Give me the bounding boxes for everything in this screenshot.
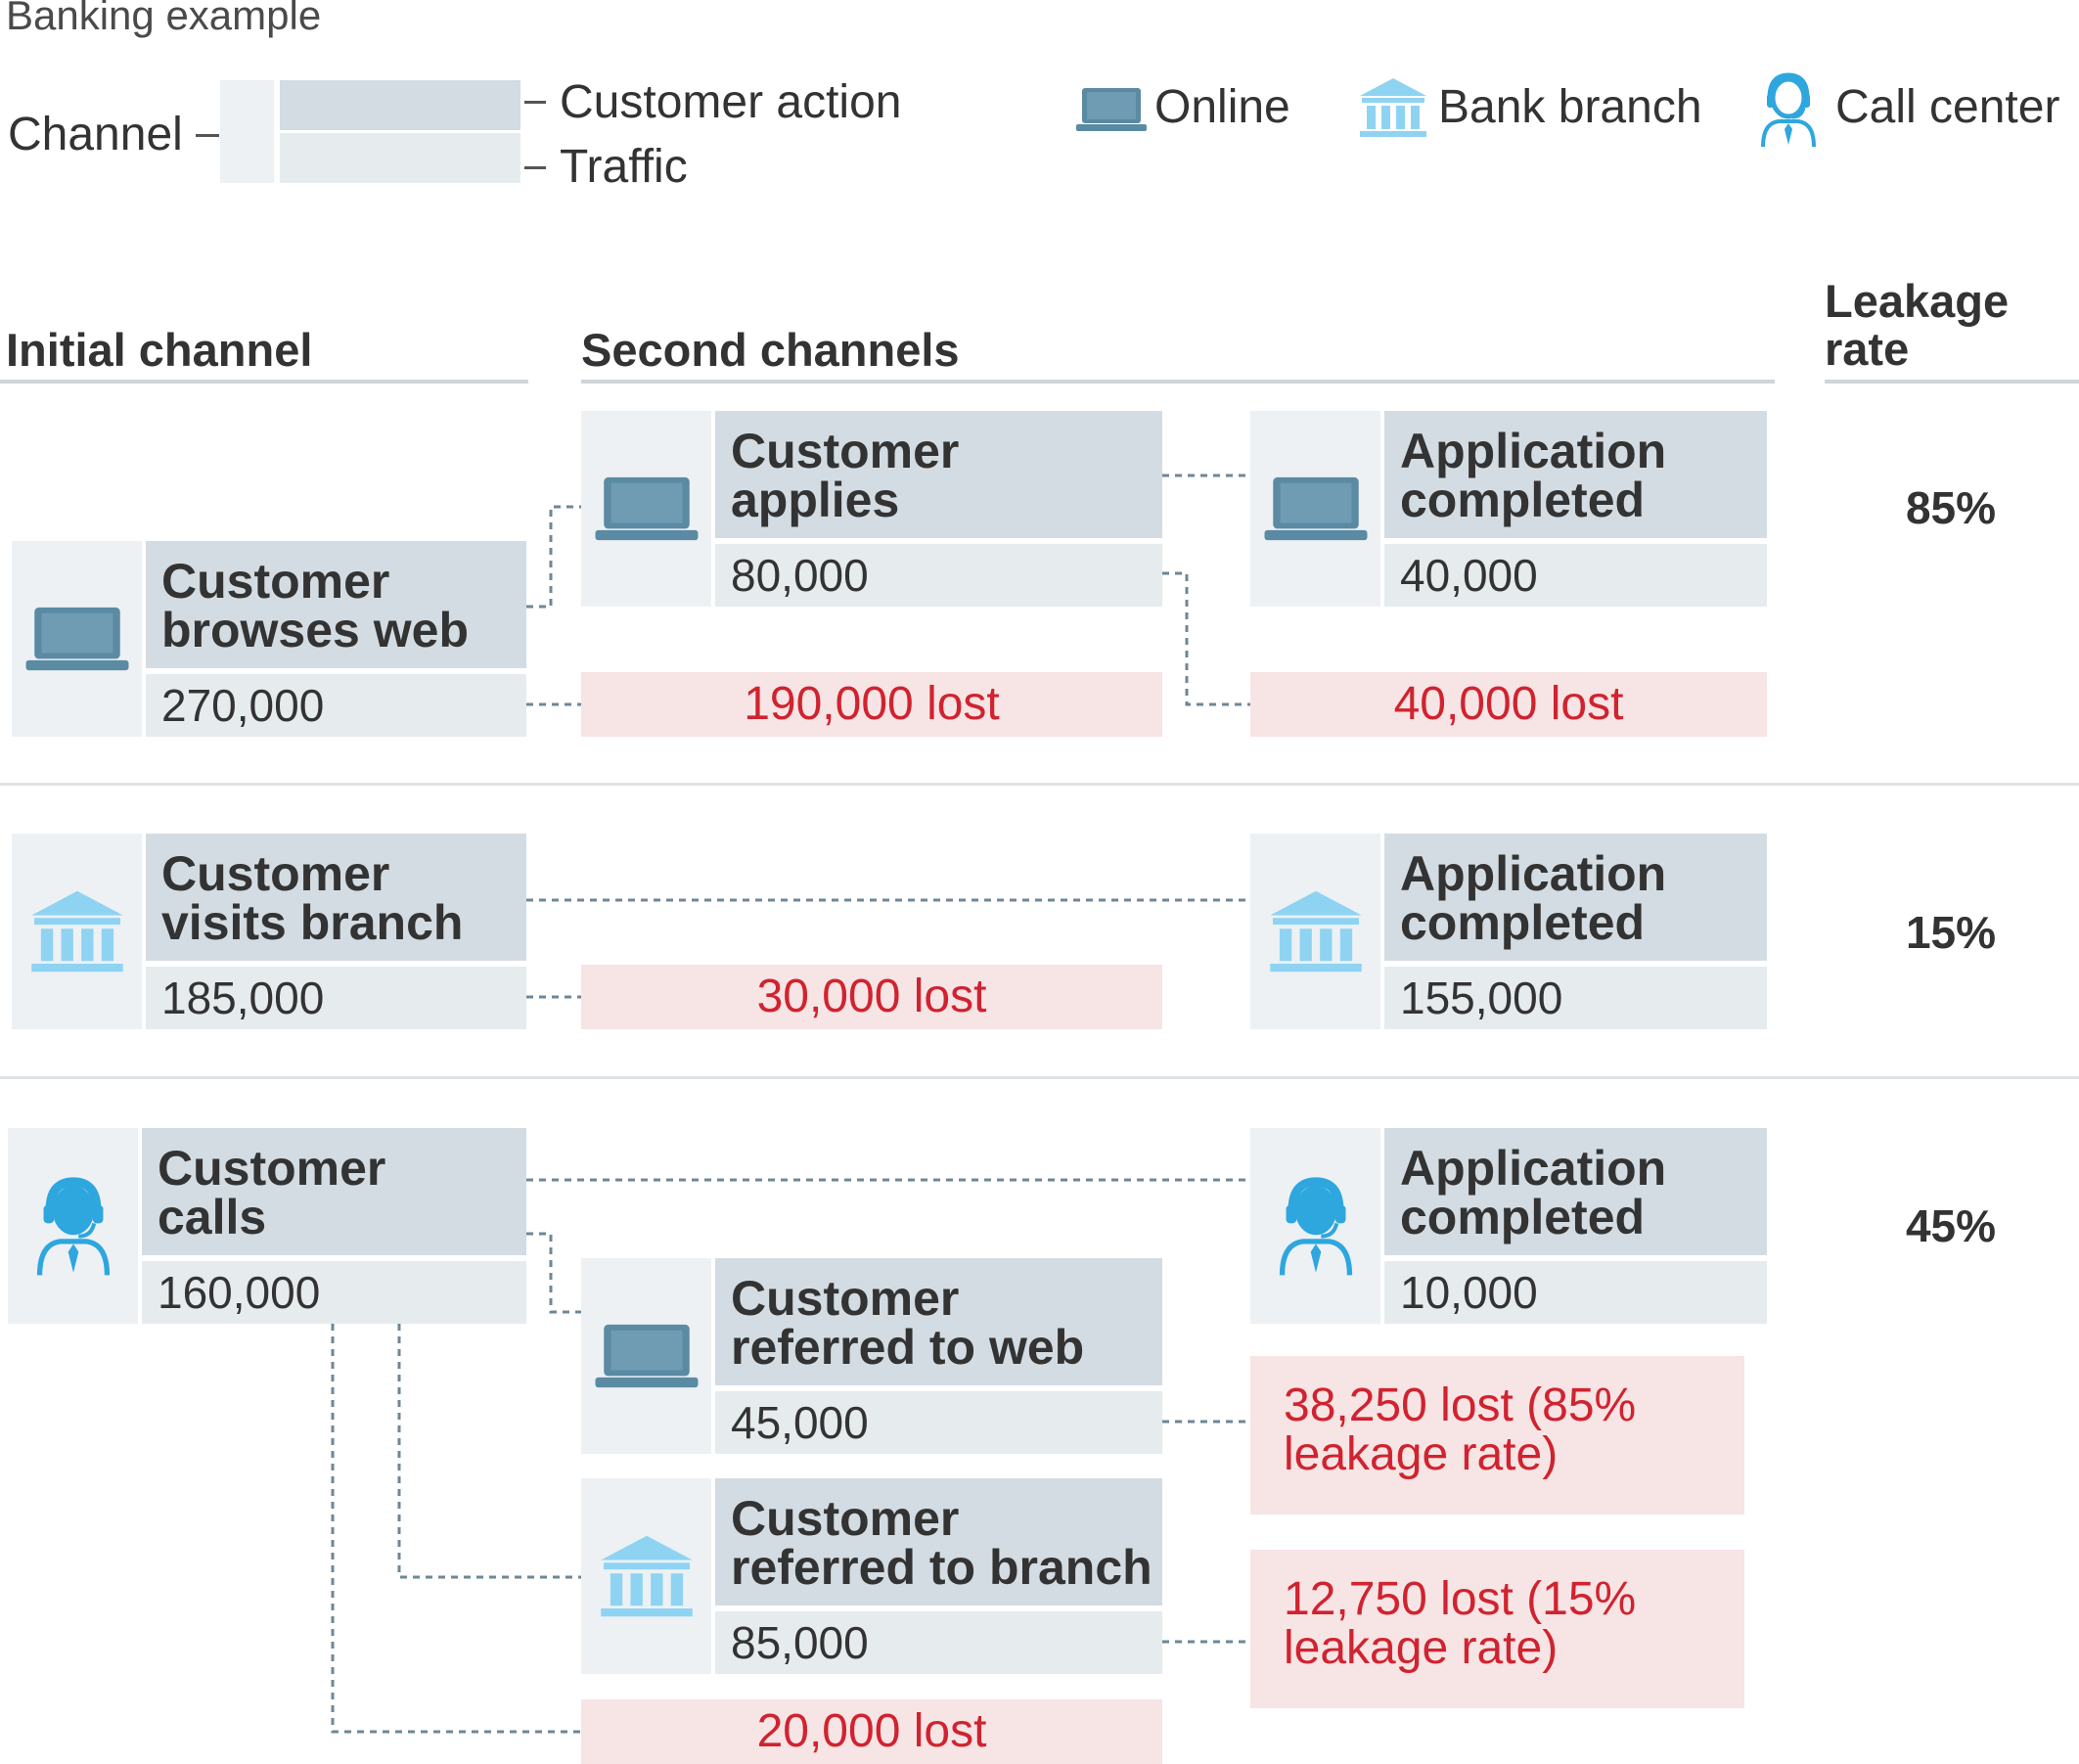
connector-call-to-branch <box>397 1324 581 1579</box>
row-separator <box>0 1076 2079 1079</box>
header-leakage-line1: Leakage <box>1825 275 2010 327</box>
lost-box: 190,000 lost <box>581 672 1162 737</box>
leakage-rate-value: 85% <box>1905 482 1997 533</box>
legend-channel-label: Channel <box>8 109 183 160</box>
action-line: Customer <box>731 1491 960 1546</box>
diagram-title: Banking example <box>6 0 322 38</box>
header-second-channels: Second channels <box>581 324 960 376</box>
lost-box: 30,000 lost <box>581 965 1162 1029</box>
header-second-rule <box>581 380 1775 384</box>
traffic-value: 85,000 <box>715 1611 1162 1674</box>
action-line: applies <box>731 473 900 527</box>
laptop-icon <box>1076 86 1147 138</box>
action-line: referred to branch <box>731 1540 1152 1595</box>
action-line: visits branch <box>161 895 464 950</box>
action-line: Customer <box>161 846 390 901</box>
legend-action-swatch <box>280 80 520 130</box>
lost-box: 20,000 lost <box>581 1699 1162 1764</box>
header-leakage-rate: Leakage rate <box>1825 277 2009 374</box>
bank-icon <box>1358 76 1428 144</box>
lost-box: 38,250 lost (85% leakage rate) <box>1250 1356 1744 1515</box>
legend-icon-cell <box>220 80 274 183</box>
header-leakage-rule <box>1825 380 2079 384</box>
traffic-value: 80,000 <box>715 544 1162 607</box>
legend-online-label: Online <box>1154 81 1290 133</box>
card-icon-cell <box>12 834 142 1029</box>
action-line: Application <box>1400 424 1667 478</box>
card-icon-cell <box>581 1478 711 1674</box>
lost-box: 12,750 lost (15% leakage rate) <box>1250 1550 1744 1708</box>
action-line: Application <box>1400 1141 1667 1196</box>
headset-agent-icon <box>1757 70 1820 154</box>
lost-line: 38,250 lost (85% <box>1284 1380 1637 1431</box>
connector-applies-to-lost <box>1162 571 1250 706</box>
traffic-value: 160,000 <box>142 1261 526 1324</box>
action-line: Customer <box>161 554 390 609</box>
action-line: browses web <box>161 603 469 657</box>
lost-box: 40,000 lost <box>1250 672 1767 737</box>
lost-line: 12,750 lost (15% <box>1284 1573 1637 1625</box>
action-line: Application <box>1400 846 1667 901</box>
leakage-rate-value: 45% <box>1905 1200 1997 1251</box>
traffic-value: 270,000 <box>146 674 526 737</box>
lost-line: leakage rate) <box>1284 1428 1559 1480</box>
card-icon-cell <box>1250 411 1380 607</box>
legend-traffic-label: Traffic <box>560 141 688 193</box>
card-icon-cell <box>12 541 142 737</box>
legend-channel-tick <box>196 134 219 137</box>
lost-line: leakage rate) <box>1284 1622 1559 1674</box>
action-line: calls <box>158 1190 267 1244</box>
card-icon-cell <box>1250 1128 1380 1324</box>
action-line: Customer <box>731 1271 960 1326</box>
connector-browse-to-applies <box>526 505 581 609</box>
action-line: completed <box>1400 473 1646 527</box>
header-initial-rule <box>0 380 528 384</box>
traffic-value: 40,000 <box>1384 544 1767 607</box>
leakage-rate-value: 15% <box>1905 907 1997 958</box>
action-line: referred to web <box>731 1320 1085 1375</box>
legend-customer-action-label: Customer action <box>560 76 902 128</box>
traffic-value: 10,000 <box>1384 1261 1767 1324</box>
action-line: Customer <box>731 424 960 478</box>
traffic-value: 155,000 <box>1384 967 1767 1029</box>
connector-call-to-web <box>526 1232 581 1314</box>
row-separator <box>0 783 2079 786</box>
card-icon-cell <box>1250 834 1380 1029</box>
card-icon-cell <box>8 1128 138 1324</box>
action-line: completed <box>1400 895 1646 950</box>
traffic-value: 185,000 <box>146 967 526 1029</box>
legend-traffic-swatch <box>280 133 520 183</box>
header-leakage-line2: rate <box>1825 323 1910 376</box>
action-line: Customer <box>158 1141 386 1196</box>
action-line: completed <box>1400 1190 1646 1244</box>
traffic-value: 45,000 <box>715 1391 1162 1454</box>
header-initial-channel: Initial channel <box>6 324 313 376</box>
legend-call-center-label: Call center <box>1835 81 2060 133</box>
legend-action-tick <box>524 101 546 104</box>
legend-traffic-tick <box>524 166 546 169</box>
legend-branch-label: Bank branch <box>1438 81 1702 133</box>
card-icon-cell <box>581 1258 711 1454</box>
card-icon-cell <box>581 411 711 607</box>
connector-call-to-lost <box>331 1324 581 1734</box>
